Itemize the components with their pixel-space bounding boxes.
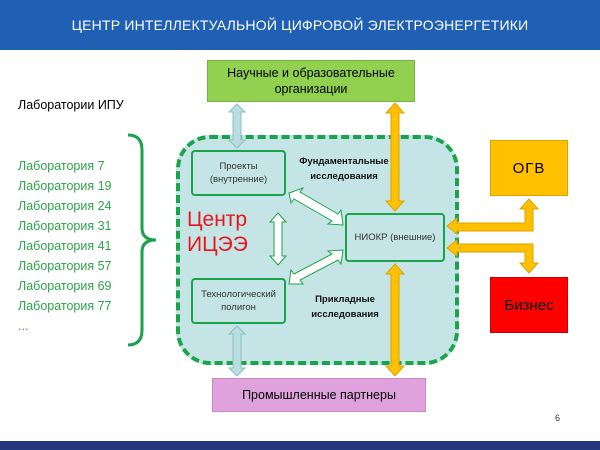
slide-title: ЦЕНТР ИНТЕЛЛЕКТУАЛЬНОЙ ЦИФРОВОЙ ЭЛЕКТРОЭ…	[71, 17, 529, 33]
list-item: ...	[18, 319, 29, 333]
page-number: 6	[555, 413, 561, 423]
center-label-line1: Центр	[187, 208, 248, 231]
projects-box: Проекты (внутренние)	[191, 150, 286, 196]
science-orgs-box: Научные и образовательные организации	[207, 60, 415, 102]
labs-list: Лаборатория 7 Лаборатория 19 Лаборатория…	[18, 156, 112, 336]
header-bar: ЦЕНТР ИНТЕЛЛЕКТУАЛЬНОЙ ЦИФРОВОЙ ЭЛЕКТРОЭ…	[0, 0, 600, 50]
arrow-tech-niokr	[288, 249, 344, 285]
center-label: Центр ИЦЭЭ	[187, 207, 248, 257]
labs-title: Лаборатории ИПУ	[18, 98, 124, 112]
list-item: Лаборатория 69	[18, 279, 112, 293]
tech-polygon-box: Технологический полигон	[191, 278, 286, 324]
business-box: Бизнес	[490, 277, 568, 333]
list-item: Лаборатория 57	[18, 259, 112, 273]
brace-shape	[127, 133, 157, 347]
arrow-science-niokr	[384, 102, 406, 212]
niokr-box: НИОКР (внешние)	[345, 213, 445, 262]
arrow-niokr-industry	[384, 263, 406, 377]
list-item: Лаборатория 24	[18, 199, 112, 213]
center-label-line2: ИЦЭЭ	[187, 233, 248, 256]
arrow-science-projects	[227, 103, 247, 149]
list-item: Лаборатория 31	[18, 219, 112, 233]
applied-research-label: Прикладные исследования	[311, 294, 379, 320]
ogv-box: ОГВ	[490, 140, 568, 196]
footer-bar	[0, 441, 600, 450]
arrow-niokr-business	[446, 238, 540, 274]
arrow-polygon-industry	[227, 325, 247, 377]
arrow-projects-niokr	[288, 186, 344, 226]
list-item: Лаборатория 41	[18, 239, 112, 253]
fundamental-research-label: Фундаментальные исследования	[299, 156, 389, 182]
list-item: Лаборатория 7	[18, 159, 105, 173]
list-item: Лаборатория 19	[18, 179, 112, 193]
industry-partners-box: Промышленные партнеры	[212, 378, 426, 412]
arrow-niokr-ogv	[446, 198, 540, 236]
arrow-projects-tech	[268, 212, 288, 266]
list-item: Лаборатория 77	[18, 299, 112, 313]
